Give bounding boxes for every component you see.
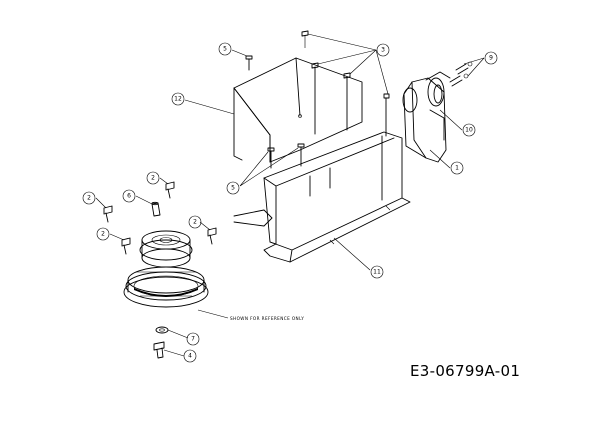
callout-2-d: 2 <box>96 227 110 241</box>
callout-7-label: 7 <box>191 336 195 343</box>
callout-6-label: 6 <box>127 193 131 200</box>
callout-3: 3 <box>376 43 390 57</box>
part-3-fasteners <box>301 30 390 137</box>
callout-2-c: 2 <box>188 215 202 229</box>
callout-2-c-label: 2 <box>193 219 197 226</box>
callout-5-lower-label: 5 <box>231 185 235 192</box>
callout-7: 7 <box>186 332 200 346</box>
callout-12: 12 <box>171 92 185 106</box>
part-11-housing <box>233 131 411 263</box>
part-9-screws <box>449 61 473 87</box>
part-12-cover <box>233 57 363 163</box>
leader-lines <box>95 33 485 357</box>
callout-10-label: 10 <box>465 127 473 134</box>
callout-10: 10 <box>462 123 476 137</box>
callout-11: 11 <box>370 265 384 279</box>
callout-4: 4 <box>183 349 197 363</box>
reference-note: SHOWN FOR REFERENCE ONLY <box>230 316 304 321</box>
callout-2-b: 2 <box>82 191 96 205</box>
callout-2-a-label: 2 <box>151 175 155 182</box>
callout-1: 1 <box>450 161 464 175</box>
drawing-number: E3-06799A-01 <box>410 362 520 380</box>
part-5-screws <box>245 55 305 169</box>
callout-5-top: 5 <box>218 42 232 56</box>
callout-1-label: 1 <box>455 165 459 172</box>
callout-2-a: 2 <box>146 171 160 185</box>
callout-12-label: 12 <box>174 96 182 103</box>
part-2-bolts <box>103 181 217 255</box>
callout-4-label: 4 <box>188 353 192 360</box>
callout-2-d-label: 2 <box>101 231 105 238</box>
pulley-assembly <box>123 230 209 308</box>
callout-9-label: 9 <box>489 55 493 62</box>
callout-5-lower: 5 <box>226 181 240 195</box>
part-1-side-plate <box>402 71 451 163</box>
callout-2-b-label: 2 <box>87 195 91 202</box>
part-4-bolt <box>153 341 165 359</box>
callout-9: 9 <box>484 51 498 65</box>
callout-11-label: 11 <box>373 269 381 276</box>
callout-3-label: 3 <box>381 47 385 54</box>
part-7-washer <box>155 326 169 334</box>
callout-6: 6 <box>122 189 136 203</box>
callout-5-top-label: 5 <box>223 46 227 53</box>
part-6-pin <box>151 201 161 217</box>
